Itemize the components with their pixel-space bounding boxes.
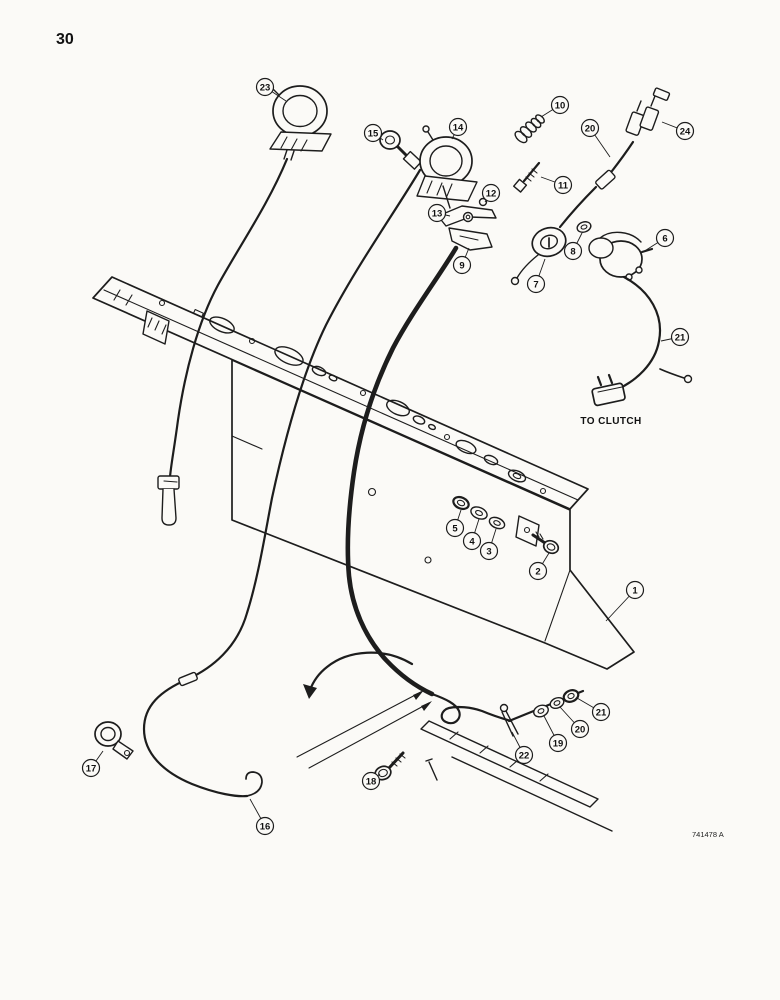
wiring-harness: [558, 140, 635, 229]
to-clutch-label: TO CLUTCH: [580, 416, 641, 427]
hex-bolt: [374, 751, 406, 781]
svg-text:8: 8: [570, 246, 575, 257]
svg-text:20: 20: [585, 123, 596, 134]
starter-solenoid: [588, 231, 654, 281]
callout-3: 3: [479, 528, 499, 561]
callout-13: 13: [427, 203, 451, 223]
clutch-wire: [614, 275, 662, 392]
spring: [514, 114, 545, 144]
svg-text:24: 24: [680, 126, 691, 137]
callout-8: 8: [563, 232, 583, 261]
svg-text:21: 21: [675, 332, 686, 343]
panel-nut: [452, 495, 470, 511]
callout-1: 1: [605, 580, 645, 622]
temperature-capillary-cable: [168, 157, 289, 479]
clutch-connector: [591, 373, 626, 407]
figure-reference: 741478 A: [692, 830, 724, 839]
svg-text:16: 16: [260, 821, 271, 832]
callout-21-wire: 21: [660, 327, 690, 347]
panel-pin: [425, 758, 438, 781]
cable-end-hook: [245, 771, 263, 797]
callout-19: 19: [543, 715, 568, 753]
callout-18: 18: [361, 771, 381, 791]
callout-20-rod: 20: [559, 706, 590, 739]
callout-5: 5: [445, 509, 465, 538]
temperature-sensor-bulb: [157, 475, 180, 526]
cable-rod-arrows: [296, 690, 432, 769]
callout-23: 23: [255, 77, 287, 102]
svg-text:4: 4: [469, 536, 475, 547]
svg-text:18: 18: [366, 776, 377, 787]
cotter-pin: [499, 703, 519, 737]
ring-terminal: [683, 374, 693, 384]
svg-text:13: 13: [432, 208, 443, 219]
rod-nut: [562, 689, 580, 703]
svg-text:3: 3: [486, 546, 491, 557]
svg-text:6: 6: [662, 233, 667, 244]
cable-clamp: [94, 721, 134, 760]
callout-21-rod: 21: [576, 697, 611, 722]
callout-6: 6: [642, 228, 675, 253]
svg-text:22: 22: [519, 750, 530, 761]
svg-text:9: 9: [459, 260, 464, 271]
throttle-lever-assembly: [437, 191, 497, 251]
harness-connector: [625, 87, 671, 136]
panel-lock-washer: [470, 506, 488, 520]
screw: [513, 161, 541, 193]
callout-11: 11: [540, 175, 573, 195]
svg-text:10: 10: [555, 100, 566, 111]
callout-12: 12: [481, 183, 501, 203]
rod-flat-washer: [533, 704, 549, 718]
callout-14: 14: [448, 117, 468, 140]
svg-text:21: 21: [596, 707, 607, 718]
rod-lock-washer: [549, 696, 565, 710]
key-switch: [510, 226, 567, 286]
svg-text:5: 5: [452, 523, 458, 534]
svg-text:19: 19: [553, 738, 564, 749]
callout-9: 9: [452, 247, 472, 275]
clip-bracket: [515, 515, 540, 547]
svg-text:11: 11: [558, 180, 569, 191]
choke-cable: [142, 168, 422, 798]
callout-17: 17: [81, 750, 104, 778]
instrument-panel: [92, 276, 635, 670]
callout-24: 24: [661, 121, 695, 141]
cable-fitting: [178, 671, 198, 687]
svg-text:7: 7: [533, 279, 538, 290]
page-number: 30: [56, 31, 74, 48]
callout-4: 4: [462, 518, 482, 551]
throttle-cable: [345, 245, 459, 697]
fuel-gauge: [416, 125, 478, 209]
svg-text:1: 1: [632, 585, 638, 596]
lower-panel: [420, 720, 613, 832]
temperature-gauge: [265, 81, 332, 161]
callout-15: 15: [363, 123, 384, 143]
svg-text:12: 12: [486, 188, 497, 199]
callout-7: 7: [526, 258, 546, 294]
svg-text:14: 14: [453, 122, 464, 133]
svg-text:2: 2: [535, 566, 540, 577]
callout-20-top: 20: [580, 118, 611, 158]
callout-10: 10: [540, 95, 570, 118]
choke-knob: [379, 130, 422, 170]
svg-text:15: 15: [368, 128, 379, 139]
callout-16: 16: [249, 798, 275, 836]
wire-tail: [659, 368, 685, 379]
svg-text:20: 20: [575, 724, 586, 735]
routing-arrow: [303, 651, 414, 699]
panel-flat-washer: [488, 516, 506, 530]
svg-text:17: 17: [86, 763, 97, 774]
mounting-bolt: [531, 531, 560, 555]
callout-2: 2: [528, 552, 550, 581]
callout-22: 22: [511, 731, 534, 765]
switch-nut: [576, 221, 592, 233]
svg-text:23: 23: [260, 82, 271, 93]
